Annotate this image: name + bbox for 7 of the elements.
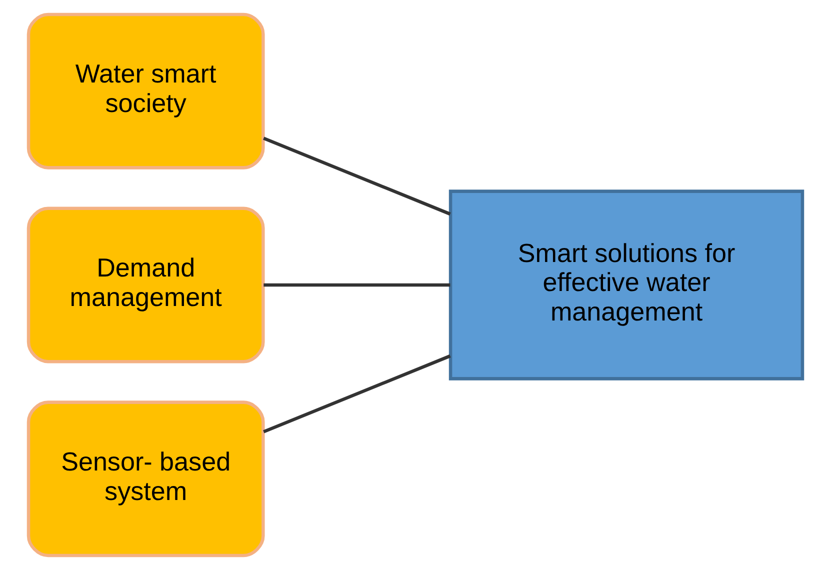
node-box: Demand management xyxy=(26,206,264,364)
connector xyxy=(262,354,450,434)
node-box: Smart solutions for effective water management xyxy=(448,190,804,380)
connector xyxy=(262,136,450,216)
connector xyxy=(263,283,450,287)
node-box: Sensor- based system xyxy=(26,400,264,558)
node-box: Water smart society xyxy=(26,12,264,170)
